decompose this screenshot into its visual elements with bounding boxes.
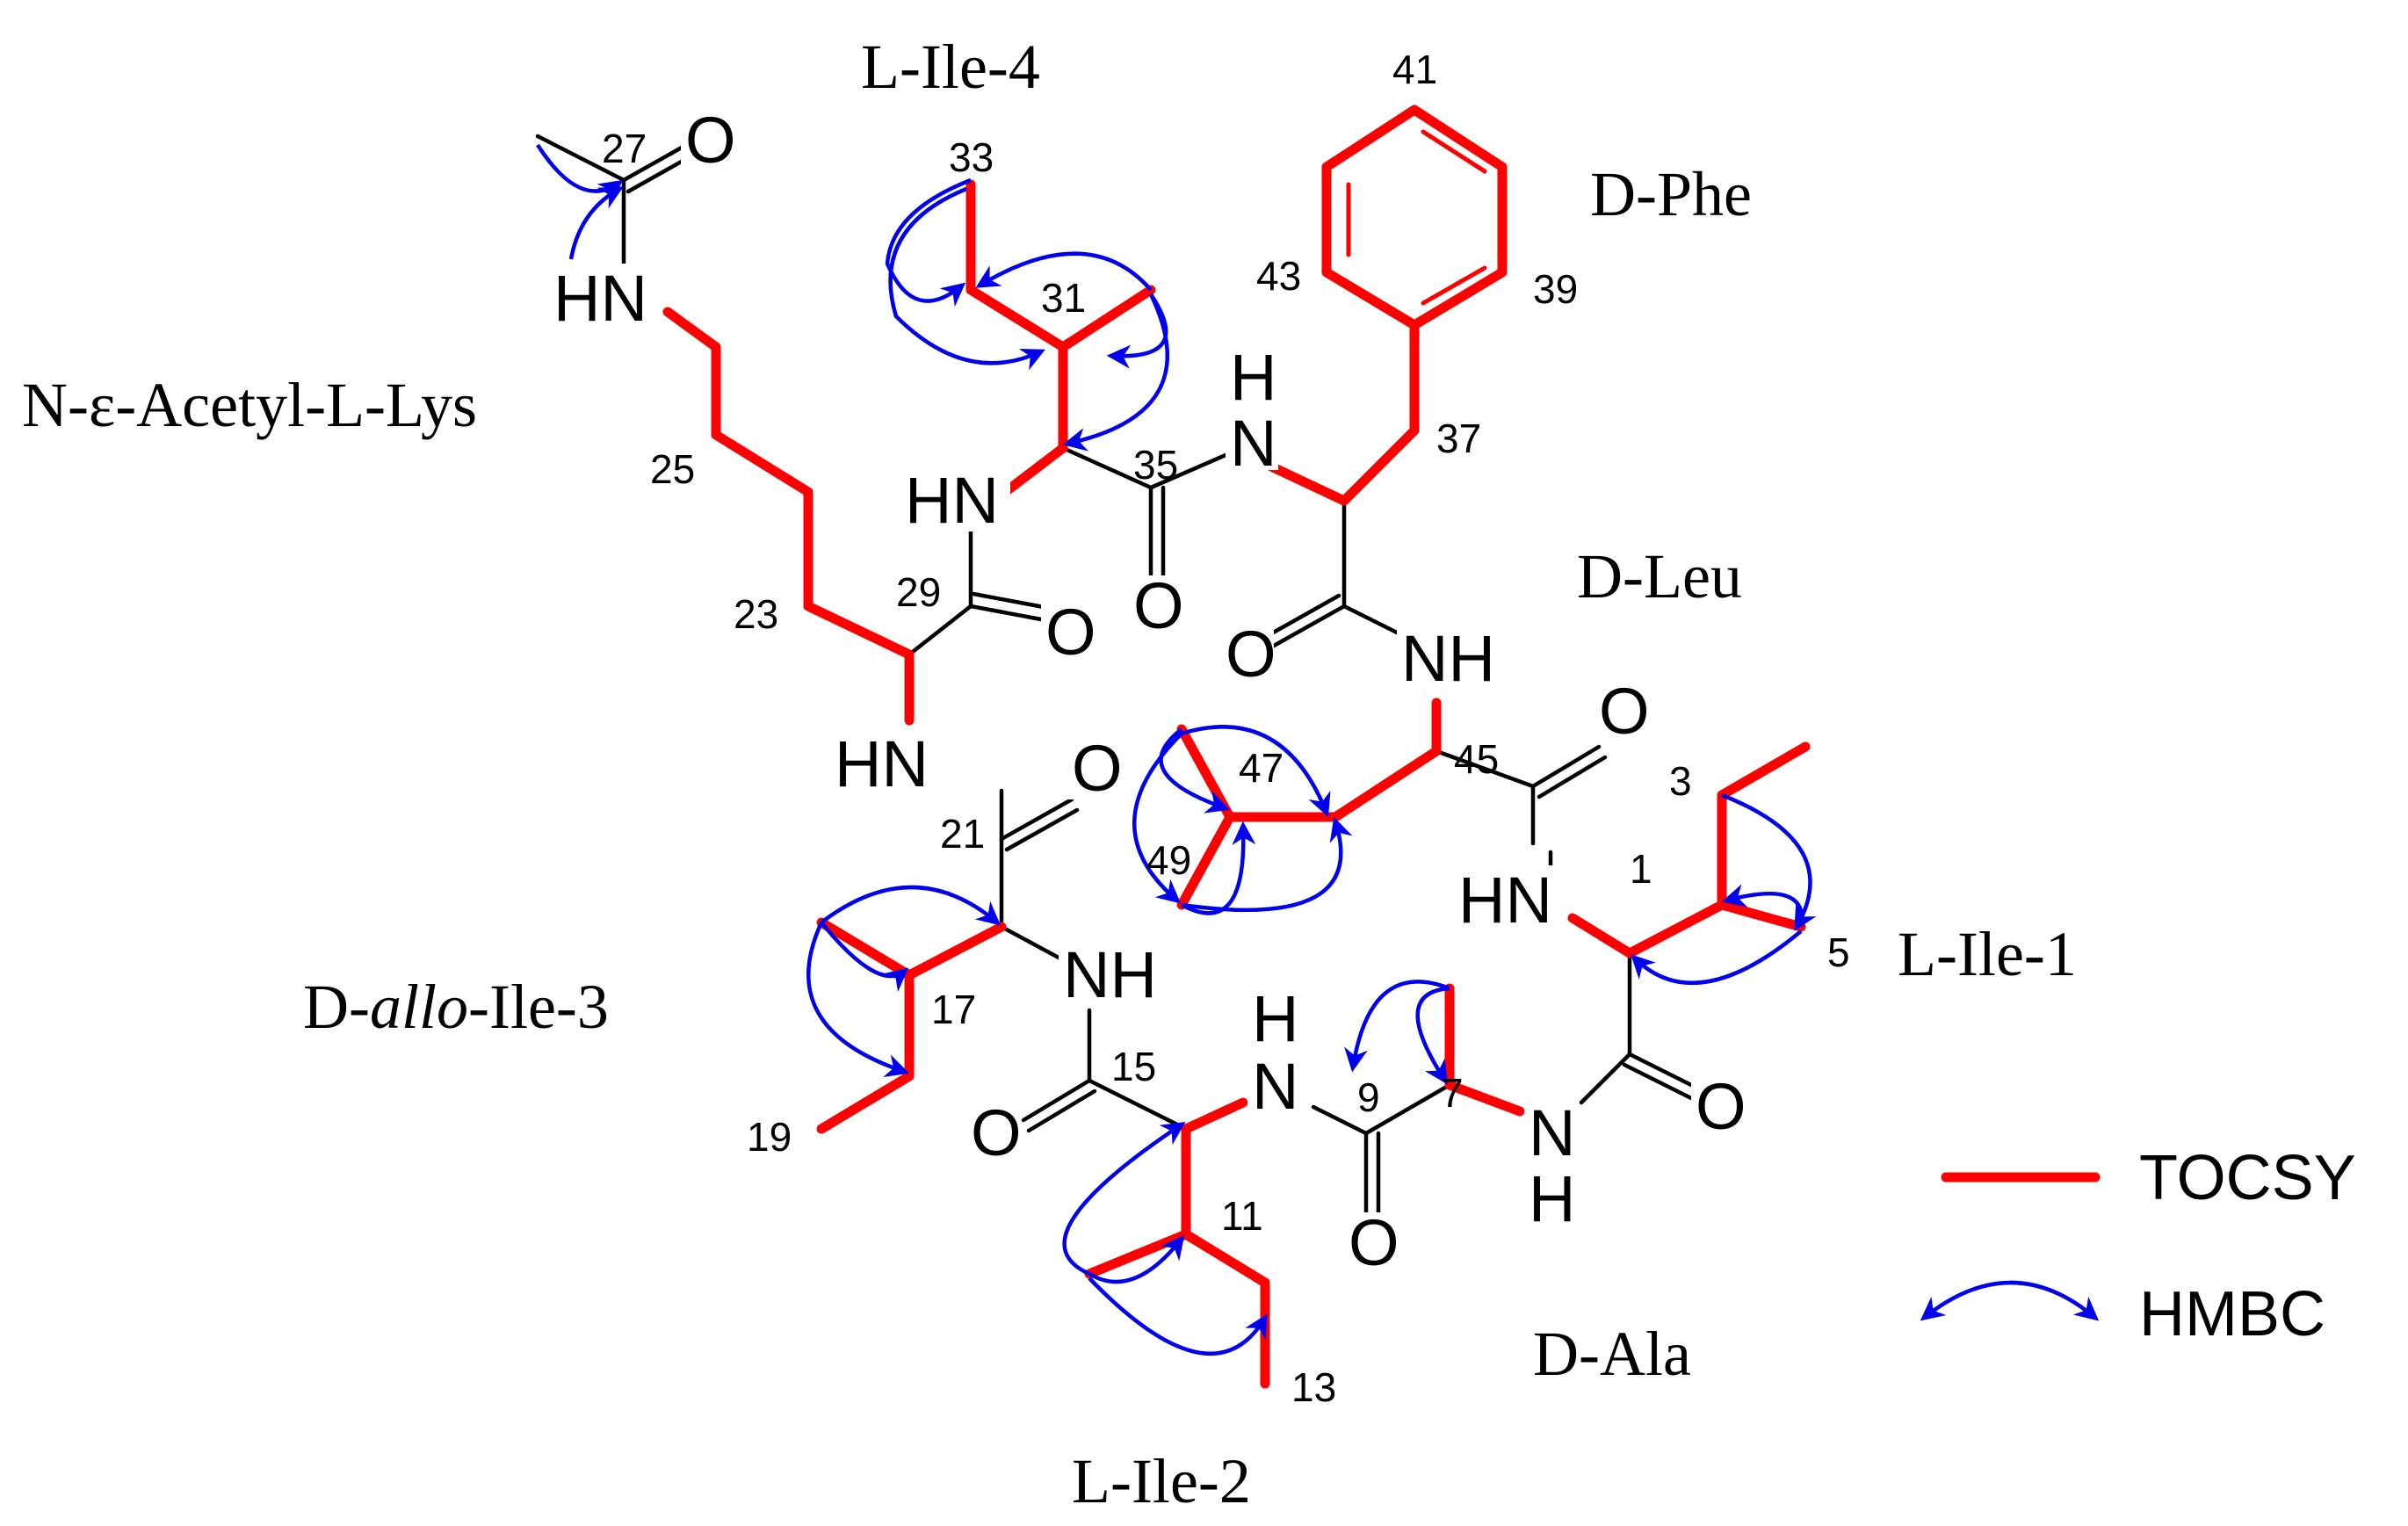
atom-hn-21: HN [835, 727, 929, 800]
atom-labels: O HN HN O H N O O NH O HN O NH HN H N O … [549, 104, 1746, 1279]
num-27: 27 [602, 126, 647, 171]
hmbc-arrows [536, 143, 1817, 1356]
residue-label-ile1: L-Ile-1 [1898, 919, 2077, 989]
num-11: 11 [1221, 1193, 1263, 1239]
residue-label-leu: D-Leu [1577, 541, 1742, 611]
num-19: 19 [747, 1114, 792, 1160]
num-41: 41 [1392, 47, 1437, 92]
num-31: 31 [1041, 275, 1086, 321]
num-21: 21 [940, 811, 985, 857]
num-35: 35 [1133, 442, 1178, 488]
num-25: 25 [650, 446, 695, 492]
num-29: 29 [896, 569, 941, 615]
atom-hn-lys: HN [553, 262, 647, 335]
atom-o-29: O [1045, 596, 1096, 669]
atom-n-7: N [1529, 1096, 1575, 1169]
residue-labels: L-Ile-4 D-Phe N-ε-Acetyl-L-Lys D-Leu L-I… [22, 32, 2077, 1516]
residue-label-lys: N-ε-Acetyl-L-Lys [22, 370, 477, 440]
num-17: 17 [931, 987, 976, 1032]
atom-nh-17: NH [1063, 938, 1157, 1011]
atom-o-45: O [1599, 675, 1650, 748]
num-15: 15 [1111, 1044, 1156, 1089]
residue-label-ile2: L-Ile-2 [1072, 1446, 1251, 1516]
num-3: 3 [1669, 758, 1692, 804]
residue-label-ile4: L-Ile-4 [861, 32, 1040, 102]
atom-numbers: 1 3 5 7 9 11 13 15 17 19 21 23 25 27 29 … [602, 47, 1850, 1410]
num-7: 7 [1441, 1070, 1464, 1116]
legend-tocsy-label: TOCSY [2139, 1143, 2356, 1213]
residue-label-ala: D-Ala [1533, 1319, 1691, 1389]
atom-hn-29: HN [905, 464, 999, 537]
num-33: 33 [949, 134, 994, 180]
atom-n-phe: N [1230, 407, 1276, 480]
atom-o-21: O [1072, 732, 1123, 805]
legend-hmbc-arrow [1920, 1280, 2100, 1321]
num-5: 5 [1827, 929, 1850, 975]
atom-h-7: H [1529, 1162, 1575, 1235]
num-45: 45 [1454, 736, 1499, 782]
atom-o-9: O [1349, 1206, 1399, 1279]
num-13: 13 [1291, 1364, 1336, 1410]
atom-h-phe: H [1230, 341, 1276, 414]
num-9: 9 [1357, 1074, 1380, 1120]
residue-label-alloile3: D-allo-Ile-3 [303, 972, 609, 1042]
atom-o-15: O [971, 1096, 1022, 1169]
atom-o-27: O [685, 104, 736, 177]
legend-hmbc-label: HMBC [2139, 1279, 2325, 1349]
atom-h-15: H [1252, 982, 1298, 1055]
tocsy-bonds [662, 105, 1811, 1389]
atom-hn-1: HN [1458, 864, 1552, 937]
residue-label-phe: D-Phe [1590, 159, 1752, 229]
atom-o-leu: O [1226, 618, 1276, 691]
num-39: 39 [1533, 266, 1578, 312]
atom-o-1: O [1696, 1070, 1746, 1143]
num-1: 1 [1630, 846, 1652, 892]
atom-n-15: N [1252, 1050, 1298, 1123]
num-43: 43 [1256, 253, 1301, 299]
num-23: 23 [734, 591, 778, 637]
black-bonds [535, 134, 1703, 1215]
atom-nh-leu: NH [1401, 622, 1495, 695]
num-37: 37 [1436, 416, 1481, 461]
legend: TOCSY HMBC [1920, 1143, 2356, 1349]
num-47: 47 [1239, 745, 1284, 791]
num-49: 49 [1146, 837, 1191, 883]
atom-o-35: O [1133, 569, 1184, 642]
